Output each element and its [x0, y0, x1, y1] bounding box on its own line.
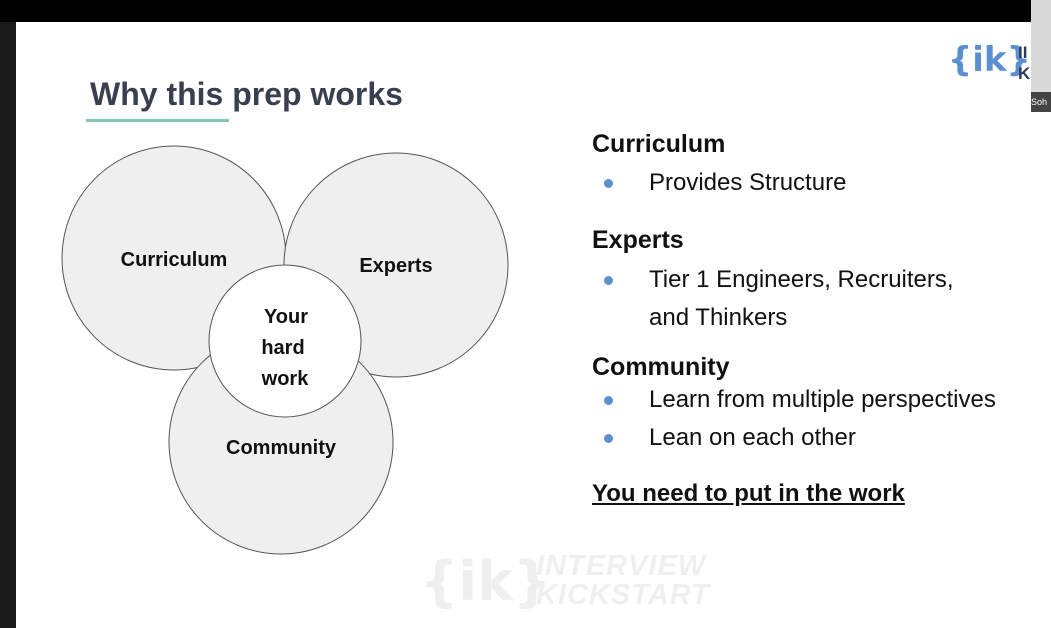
venn-label-curriculum: Curriculum — [121, 249, 228, 271]
bullet-dot-icon — [604, 396, 613, 405]
venn-center-line: work — [261, 368, 310, 390]
watermark-line2: KICKSTART — [536, 579, 710, 611]
participant-name-label: Soh — [1031, 92, 1051, 112]
venn-label-experts: Experts — [359, 255, 432, 277]
section-heading-community: Community — [592, 353, 730, 381]
venn-center-line: hard — [261, 337, 304, 359]
venn-label-community: Community — [226, 437, 337, 459]
venn-diagram: Curriculum Experts Community Your hard w… — [61, 145, 509, 555]
bullet-dot-icon — [604, 434, 613, 443]
bullet-text: Tier 1 Engineers, Recruiters, — [649, 266, 954, 293]
logo-brand-line1: II — [1018, 43, 1028, 62]
title-underline — [86, 119, 229, 122]
section-heading-curriculum: Curriculum — [592, 130, 726, 158]
ik-logo-icon: {ik} — [948, 40, 1031, 80]
participant-video-tile[interactable] — [1031, 0, 1051, 112]
watermark-text: INTERVIEW KICKSTART — [536, 552, 710, 610]
bullet-text: Lean on each other — [649, 424, 856, 451]
venn-center-circle — [208, 264, 362, 418]
section-heading-experts: Experts — [592, 226, 684, 254]
venn-center-line: Your — [264, 306, 308, 328]
watermark-line1: INTERVIEW — [536, 550, 707, 582]
bullet-text: and Thinkers — [649, 304, 788, 331]
logo-brand-text: II K — [1018, 42, 1030, 84]
logo-brand-line2: K — [1018, 64, 1031, 83]
watermark-logo-icon: {ik} — [420, 550, 552, 613]
presentation-slide: Why this prep works {ik} II K Curriculum… — [16, 22, 1051, 628]
bullet-dot-icon — [604, 179, 613, 188]
slide-title: Why this prep works — [90, 76, 403, 112]
call-to-action: You need to put in the work — [592, 480, 905, 507]
window-top-bar — [0, 0, 1051, 22]
bullet-dot-icon — [604, 276, 613, 285]
bullet-text: Learn from multiple perspectives — [649, 386, 996, 413]
bullet-text: Provides Structure — [649, 169, 847, 196]
